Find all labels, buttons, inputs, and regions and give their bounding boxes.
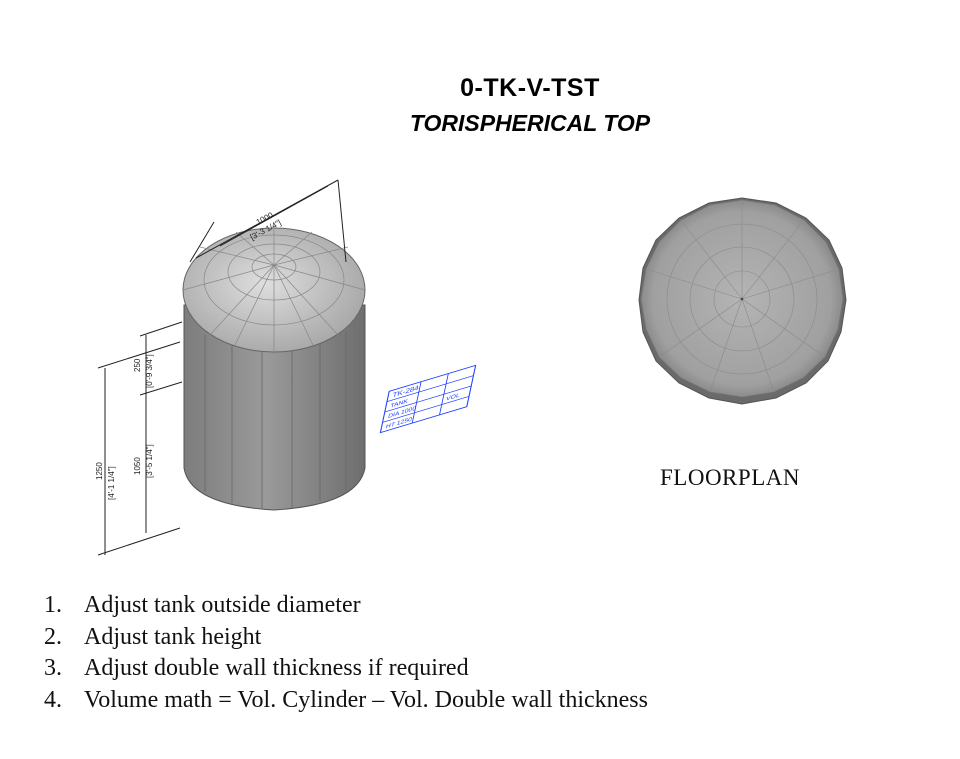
- head-height-label: 250: [133, 358, 142, 372]
- diameter-dimension: [189, 179, 347, 263]
- tank-head-mesh: [182, 228, 366, 352]
- total-height-label: 1250: [95, 462, 104, 480]
- instruction-text: Volume math = Vol. Cylinder – Vol. Doubl…: [84, 686, 648, 713]
- instruction-text: Adjust double wall thickness if required: [84, 655, 469, 681]
- total-height-imperial-label: [4'-1 1/4"]: [107, 466, 116, 500]
- floorplan-label: FLOORPLAN: [660, 465, 800, 490]
- instruction-item: 1. Adjust tank outside diameter: [44, 590, 648, 622]
- instruction-item: 4. Volume math = Vol. Cylinder – Vol. Dou…: [44, 685, 648, 717]
- instruction-text: Adjust tank outside diameter: [84, 592, 361, 618]
- drawing-title: 0-TK-V-TST: [460, 74, 600, 102]
- tag-row: TANK: [390, 398, 410, 410]
- head-height-imperial-label: [0'-9 3/4"]: [145, 354, 154, 388]
- shell-height-label: 1050: [133, 457, 142, 475]
- instruction-text: Adjust tank height: [84, 623, 262, 650]
- instruction-number: 1.: [44, 592, 62, 618]
- tank-tag-block: TK-284 TANK DIA 1000 HT 1250 VOL: [379, 364, 477, 434]
- height-dimensions: [97, 321, 183, 556]
- floorplan-mesh: [645, 200, 840, 393]
- instruction-number: 3.: [44, 655, 62, 681]
- tank-shell-facets: [204, 332, 347, 509]
- instruction-item: 2. Adjust tank height: [44, 622, 648, 654]
- instruction-list: 1. Adjust tank outside diameter 2. Adjust …: [44, 590, 648, 716]
- shell-height-imperial-label: [3'-5 1/4"]: [145, 444, 154, 478]
- instruction-item: 3. Adjust double wall thickness if requir…: [44, 653, 648, 685]
- tag-row: VOL: [445, 392, 460, 402]
- instruction-number: 4.: [44, 686, 62, 713]
- drawing-subtitle: TORISPHERICAL TOP: [409, 110, 651, 136]
- instruction-number: 2.: [44, 623, 62, 650]
- isometric-tank: [182, 227, 366, 511]
- floorplan-center-mark: [740, 297, 744, 301]
- floorplan-view: [638, 197, 847, 405]
